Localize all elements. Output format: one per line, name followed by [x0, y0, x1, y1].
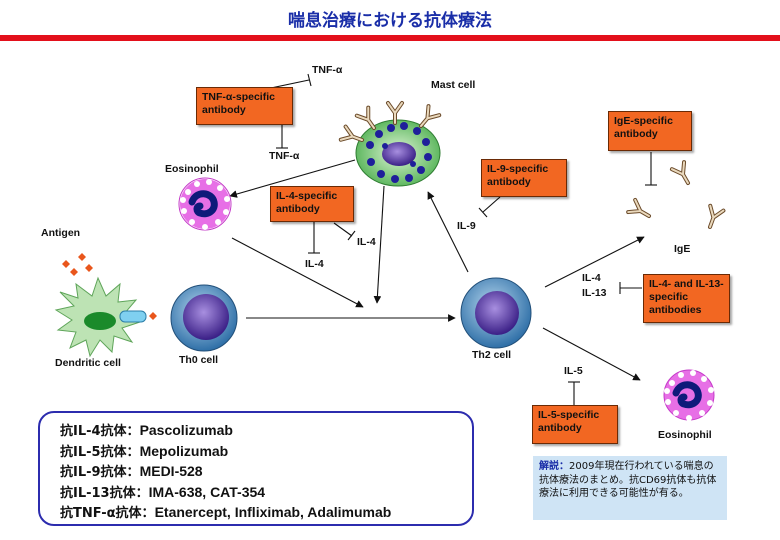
eosinophil-bottom-shape	[663, 369, 715, 421]
legend-row-tnf: 抗TNF-α抗体：Etanercept, Infliximab, Adalimu…	[60, 504, 392, 521]
arrow-eos-to-th2	[231, 237, 364, 308]
note-text: 2009年現在行われている喘息の抗体療法のまとめ。抗CD69抗体も抗体療法に利用…	[539, 461, 717, 499]
ige-shapes	[626, 160, 726, 232]
eosinophil-top-label: Eosinophil	[165, 163, 219, 175]
arrow-th2-to-mast	[427, 191, 469, 273]
explanation-note: 解説：2009年現在行われている喘息の抗体療法のまとめ。抗CD69抗体も抗体療法…	[533, 456, 727, 520]
il4-right-label: IL-4	[357, 236, 376, 248]
inhibitors	[251, 73, 657, 405]
arrows	[229, 159, 645, 381]
il9-label: IL-9	[457, 220, 476, 232]
page-title: 喘息治療における抗体療法	[288, 11, 492, 31]
il4-il13-antibody-box: IL-4- and IL-13-specific antibodies	[643, 274, 730, 323]
il4-pair-label: IL-4	[582, 272, 601, 284]
tnf-antibody-box: TNF-α-specific antibody	[196, 87, 293, 125]
tnf-top-label: TNF-α	[312, 64, 343, 76]
il13-pair-label: IL-13	[582, 287, 607, 299]
il5-label: IL-5	[564, 365, 583, 377]
th2-cell-shape	[460, 277, 532, 349]
mast-cell-shape	[338, 101, 442, 187]
dendritic-cell-label: Dendritic cell	[55, 357, 121, 369]
il4-left-label: IL-4	[305, 258, 324, 270]
th0-cell-label: Th0 cell	[179, 354, 219, 366]
arrow-th2-to-ige	[544, 236, 645, 288]
arrow-th2-to-eos	[542, 327, 641, 381]
ige-antibody-box: IgE-specific antibody	[608, 111, 692, 151]
note-key: 解説：	[539, 461, 569, 472]
eosinophil-top-shape	[178, 177, 232, 231]
arrow-mast-to-il4	[373, 185, 385, 304]
dendritic-cell-shape	[54, 253, 157, 358]
legend-row-il13: 抗IL-13抗体：IMA-638, CAT-354	[60, 483, 266, 501]
tnf-bottom-label: TNF-α	[269, 150, 300, 162]
eosinophil-bottom-label: Eosinophil	[658, 429, 712, 441]
il9-antibody-box: IL-9-specific antibody	[481, 159, 567, 197]
il5-antibody-box: IL-5-specific antibody	[532, 405, 618, 444]
arrow-mast-to-eos	[229, 159, 356, 198]
legend-row-il4: 抗IL-4抗体：Pascolizumab	[60, 422, 233, 439]
antibody-legend: 抗IL-4抗体：Pascolizumab 抗IL-5抗体：Mepolizumab…	[38, 411, 474, 526]
th0-cell-shape	[170, 284, 238, 352]
title-underline	[0, 35, 780, 41]
mast-cell-label: Mast cell	[431, 79, 476, 91]
antigen-label: Antigen	[41, 227, 81, 239]
th2-cell-label: Th2 cell	[472, 349, 512, 361]
ige-label: IgE	[674, 243, 691, 255]
legend-row-il9: 抗IL-9抗体：MEDI-528	[60, 463, 203, 480]
il4-antibody-box: IL-4-specific antibody	[270, 186, 354, 222]
legend-row-il5: 抗IL-5抗体：Mepolizumab	[60, 442, 229, 460]
